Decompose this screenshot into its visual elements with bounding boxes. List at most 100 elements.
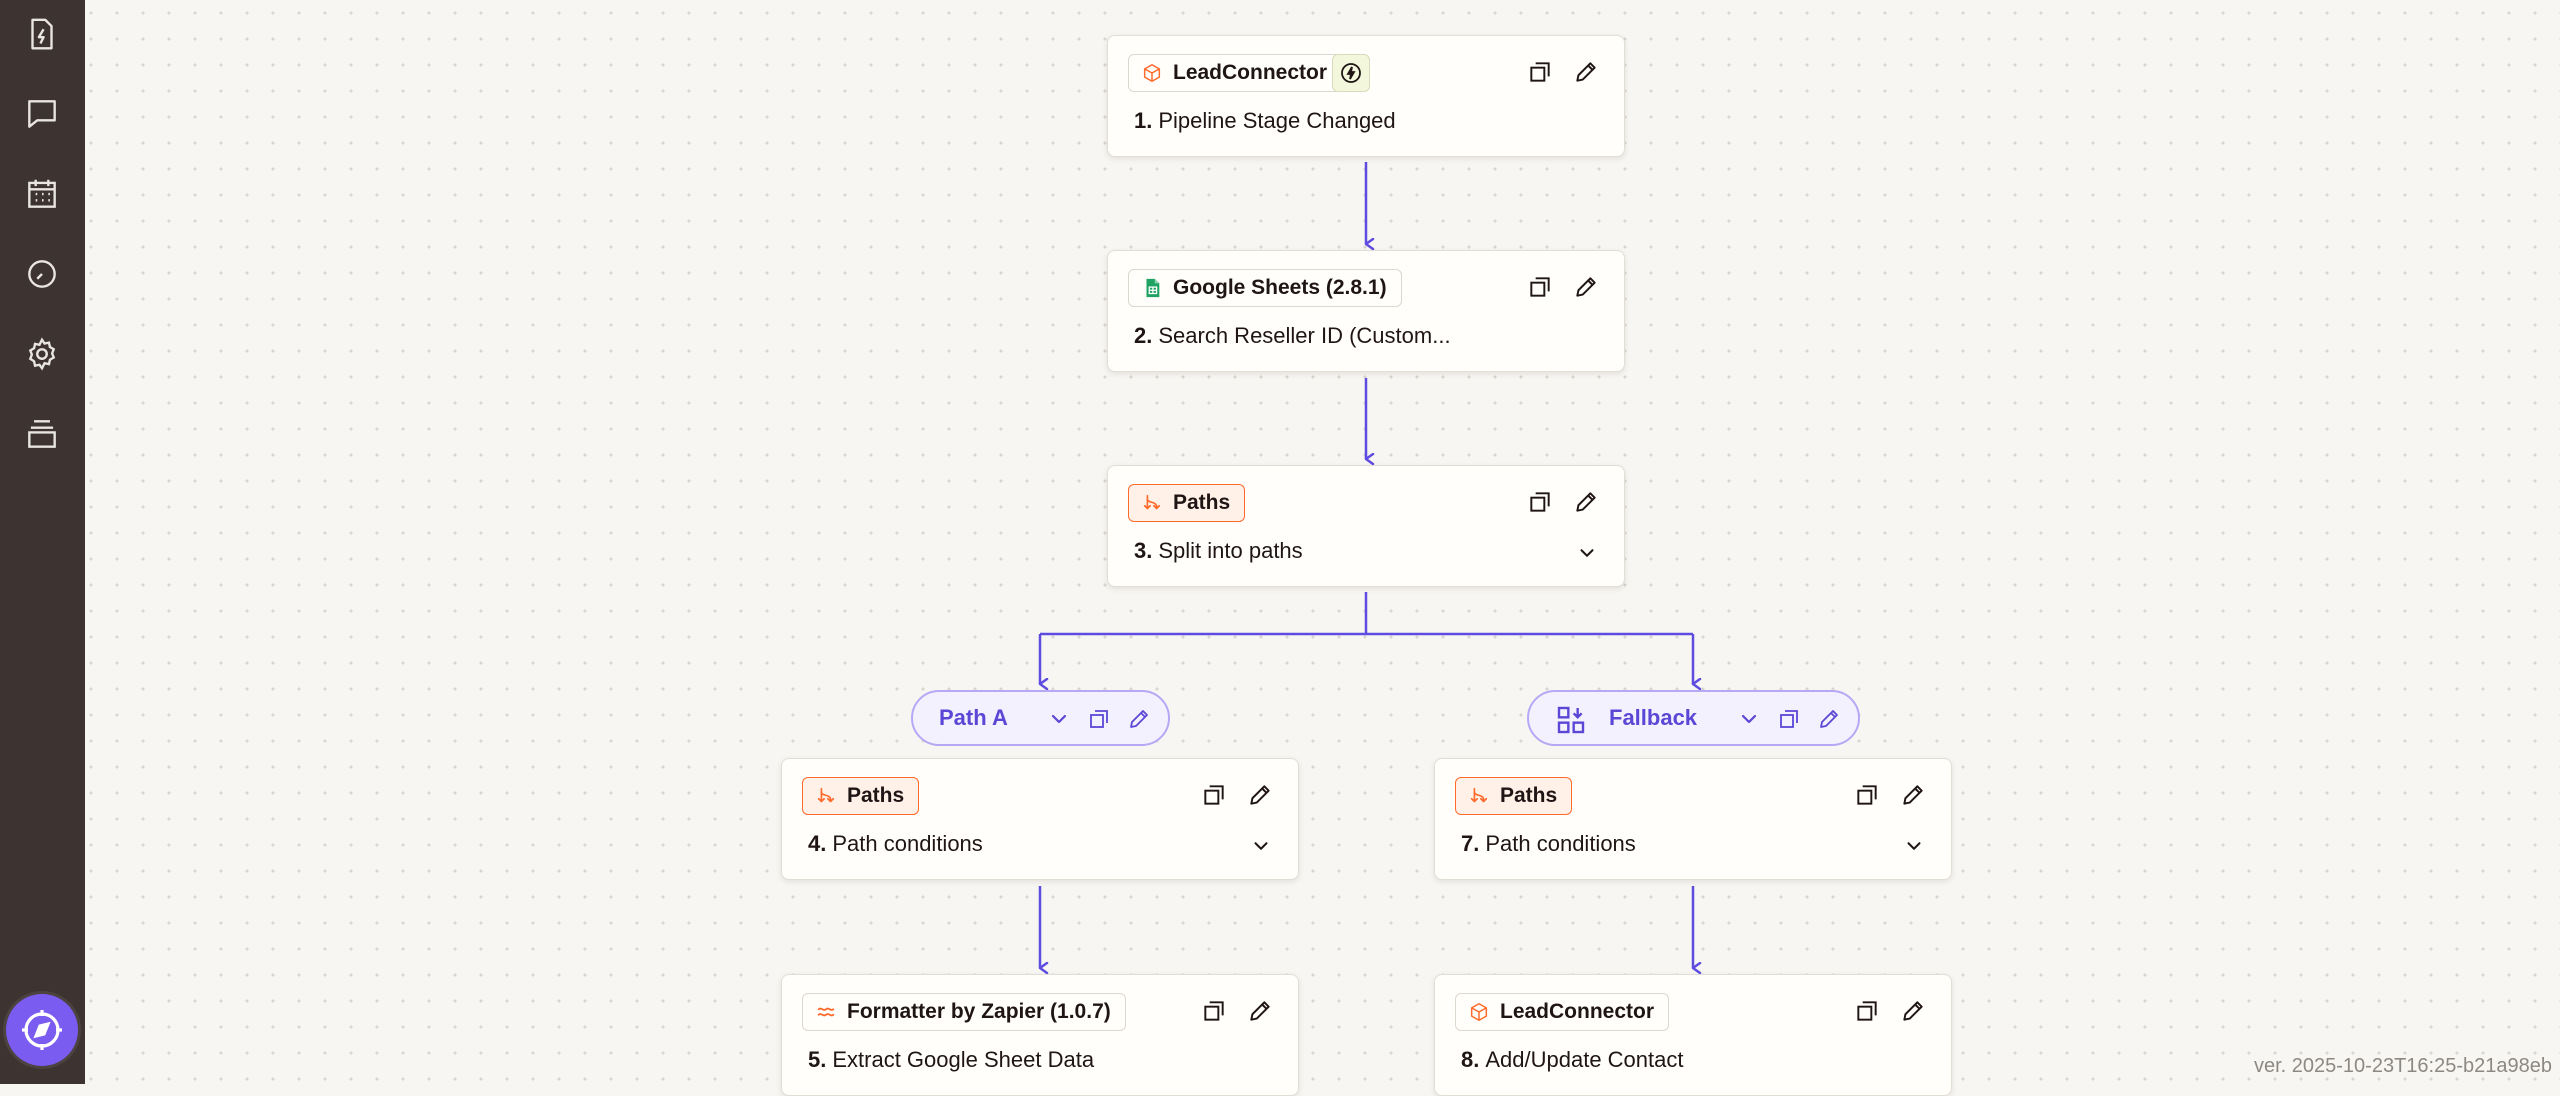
expand-button[interactable] (1246, 831, 1276, 861)
pencil-icon (1130, 710, 1148, 728)
formatter-icon (817, 1007, 835, 1017)
app-name: Paths (1173, 491, 1231, 514)
edit-button[interactable] (1570, 486, 1602, 518)
lightning-doc-icon (31, 18, 53, 50)
app-name: Paths (847, 784, 905, 807)
fallback-pill[interactable]: Fallback (1527, 690, 1860, 746)
duplicate-button[interactable] (1198, 779, 1230, 811)
step-card-5[interactable]: Formatter by Zapier (1.0.7) 5.Extract Go… (781, 974, 1299, 1096)
duplicate-button[interactable] (1524, 56, 1556, 88)
chevron-down-icon (1741, 714, 1757, 724)
trigger-badge (1332, 54, 1370, 92)
step-card-2[interactable]: Google Sheets (2.8.1) 2.Search Reseller … (1107, 250, 1625, 372)
app-chip: Paths (1128, 484, 1246, 522)
app-chip: LeadConnector (1128, 54, 1343, 92)
path-label: Path A (939, 705, 1008, 730)
sheets-icon (1146, 278, 1160, 298)
duplicate-button[interactable] (1851, 995, 1883, 1027)
app-name: LeadConnector (1500, 1000, 1655, 1023)
pencil-icon (1903, 785, 1923, 805)
stack-icon (28, 420, 56, 448)
pencil-icon (1820, 710, 1838, 728)
pencil-icon (1250, 785, 1270, 805)
compass-icon (22, 1010, 62, 1050)
duplicate-button[interactable] (1198, 995, 1230, 1027)
pencil-icon (1576, 277, 1596, 297)
paths-icon (817, 787, 835, 803)
copy-icon (1857, 785, 1877, 805)
paths-icon (1470, 787, 1488, 803)
gear-icon (28, 337, 56, 371)
fallback-icon (1557, 706, 1585, 734)
step-card-8[interactable]: LeadConnector 8.Add/Update Contact (1434, 974, 1952, 1096)
pencil-icon (1250, 1001, 1270, 1021)
path-label: Fallback (1609, 705, 1698, 730)
copy-icon (1530, 492, 1550, 512)
edit-button[interactable] (1244, 779, 1276, 811)
step-title: 8.Add/Update Contact (1461, 1047, 1684, 1072)
expand-button[interactable] (1572, 538, 1602, 568)
chat-icon (28, 100, 56, 128)
app-name: Google Sheets (2.8.1) (1173, 276, 1387, 299)
path-duplicate-button[interactable] (1084, 704, 1114, 734)
pencil-icon (1576, 492, 1596, 512)
step-title: 3.Split into paths (1134, 538, 1303, 563)
calendar-icon (28, 179, 56, 208)
copilot-button[interactable] (6, 994, 78, 1066)
sidebar-item-chat[interactable] (20, 92, 64, 136)
sidebar-item-settings[interactable] (20, 332, 64, 376)
copy-icon (1204, 785, 1224, 805)
step-title: 7.Path conditions (1461, 831, 1636, 856)
step-title: 4.Path conditions (808, 831, 983, 856)
step-card-7[interactable]: Paths 7.Path conditions (1434, 758, 1952, 880)
path-expand-button[interactable] (1734, 704, 1764, 734)
path-duplicate-button[interactable] (1774, 704, 1804, 734)
step-title: 2.Search Reseller ID (Custom... (1134, 323, 1451, 348)
step-card-1[interactable]: LeadConnector 1.Pipeline Stage Changed (1107, 35, 1625, 157)
copy-icon (1530, 277, 1550, 297)
edit-button[interactable] (1897, 779, 1929, 811)
copy-icon (1530, 62, 1550, 82)
paths-icon (1143, 494, 1161, 510)
copy-icon (1090, 710, 1108, 728)
app-chip: Paths (1455, 777, 1573, 815)
path-expand-button[interactable] (1044, 704, 1074, 734)
chevron-down-icon (1907, 842, 1921, 850)
step-title: 5.Extract Google Sheet Data (808, 1047, 1095, 1072)
edit-button[interactable] (1897, 995, 1929, 1027)
app-name: Formatter by Zapier (1.0.7) (847, 1000, 1111, 1023)
app-chip: LeadConnector (1455, 993, 1670, 1031)
pencil-icon (1576, 62, 1596, 82)
duplicate-button[interactable] (1851, 779, 1883, 811)
step-card-3[interactable]: Paths 3.Split into paths (1107, 465, 1625, 587)
expand-button[interactable] (1899, 831, 1929, 861)
duplicate-button[interactable] (1524, 271, 1556, 303)
version-label: ver. 2025-10-23T16:25-b21a98eb (2253, 1055, 2552, 1077)
chevron-down-icon (1580, 549, 1594, 557)
sidebar-item-versions[interactable] (20, 412, 64, 456)
path-edit-button[interactable] (1124, 704, 1154, 734)
left-sidebar (0, 0, 85, 1084)
app-chip: Google Sheets (2.8.1) (1128, 269, 1402, 307)
sidebar-item-zaps[interactable] (20, 12, 64, 56)
copy-icon (1204, 1001, 1224, 1021)
leadconnector-icon (1143, 64, 1161, 82)
pencil-icon (1903, 1001, 1923, 1021)
edit-button[interactable] (1570, 271, 1602, 303)
clock-icon (28, 260, 56, 288)
step-title: 1.Pipeline Stage Changed (1134, 108, 1396, 133)
app-chip: Formatter by Zapier (1.0.7) (802, 993, 1126, 1031)
app-name: Paths (1500, 784, 1558, 807)
edit-button[interactable] (1244, 995, 1276, 1027)
lightning-icon (1341, 63, 1361, 83)
app-name: LeadConnector (1173, 61, 1328, 84)
path-a-pill[interactable]: Path A (911, 690, 1170, 746)
edit-button[interactable] (1570, 56, 1602, 88)
sidebar-item-calendar[interactable] (20, 172, 64, 216)
duplicate-button[interactable] (1524, 486, 1556, 518)
path-edit-button[interactable] (1814, 704, 1844, 734)
copy-icon (1857, 1001, 1877, 1021)
copy-icon (1780, 710, 1798, 728)
step-card-4[interactable]: Paths 4.Path conditions (781, 758, 1299, 880)
sidebar-item-history[interactable] (20, 252, 64, 296)
